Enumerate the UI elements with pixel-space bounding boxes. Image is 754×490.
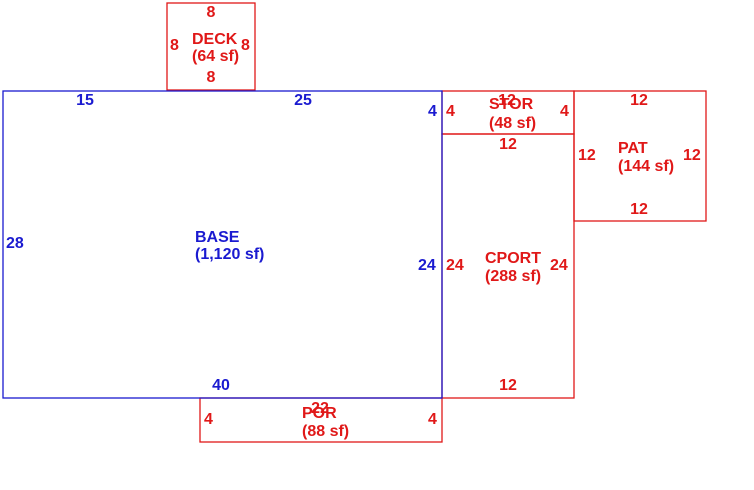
por-dim-left: 4 <box>204 411 213 428</box>
pat-dim-bottom: 12 <box>630 201 648 218</box>
por-overlap-dim: 22 <box>311 400 329 417</box>
por-area: (88 sf) <box>302 423 350 440</box>
pat-dim-top: 12 <box>630 92 648 109</box>
base-dim-bottom: 40 <box>212 377 230 394</box>
base-area: (1,120 sf) <box>195 246 265 263</box>
pat-outline <box>573 90 707 222</box>
por-label: POR <box>302 405 337 422</box>
cport-dim-right: 24 <box>550 257 568 274</box>
deck-dim-left: 8 <box>170 37 179 54</box>
base-dim-top-left: 15 <box>76 92 94 109</box>
cport-dim-left: 24 <box>446 257 464 274</box>
cport-dim-bottom: 12 <box>499 377 517 394</box>
base-outline <box>2 90 443 399</box>
stor-dim-bottom: 12 <box>499 136 517 153</box>
cport-area: (288 sf) <box>485 268 542 285</box>
stor-label: STOR <box>489 96 534 113</box>
deck-dim-top: 8 <box>206 4 216 21</box>
pat-dim-left: 12 <box>578 147 596 164</box>
deck-outline <box>166 2 256 91</box>
base-dim-top-right: 25 <box>294 92 312 109</box>
pat-area: (144 sf) <box>618 158 675 175</box>
stor-area: (48 sf) <box>489 115 537 132</box>
deck-label: DECK <box>192 31 238 48</box>
base-dim-right-b: 24 <box>418 257 436 274</box>
pat-label: PAT <box>618 140 648 157</box>
stor-dim-right: 4 <box>560 103 569 120</box>
cport-label: CPORT <box>485 250 541 267</box>
pat-dim-right: 12 <box>683 147 701 164</box>
base-label: BASE <box>195 229 240 246</box>
base-dim-right-a: 4 <box>428 103 437 120</box>
stor-dim-left: 4 <box>446 103 455 120</box>
deck-area: (64 sf) <box>192 48 240 65</box>
por-dim-right: 4 <box>428 411 437 428</box>
deck-dim-bottom: 8 <box>206 69 216 86</box>
base-dim-left: 28 <box>6 235 24 252</box>
deck-dim-right: 8 <box>241 37 250 54</box>
stor-overlap-dim: 12 <box>498 92 516 109</box>
